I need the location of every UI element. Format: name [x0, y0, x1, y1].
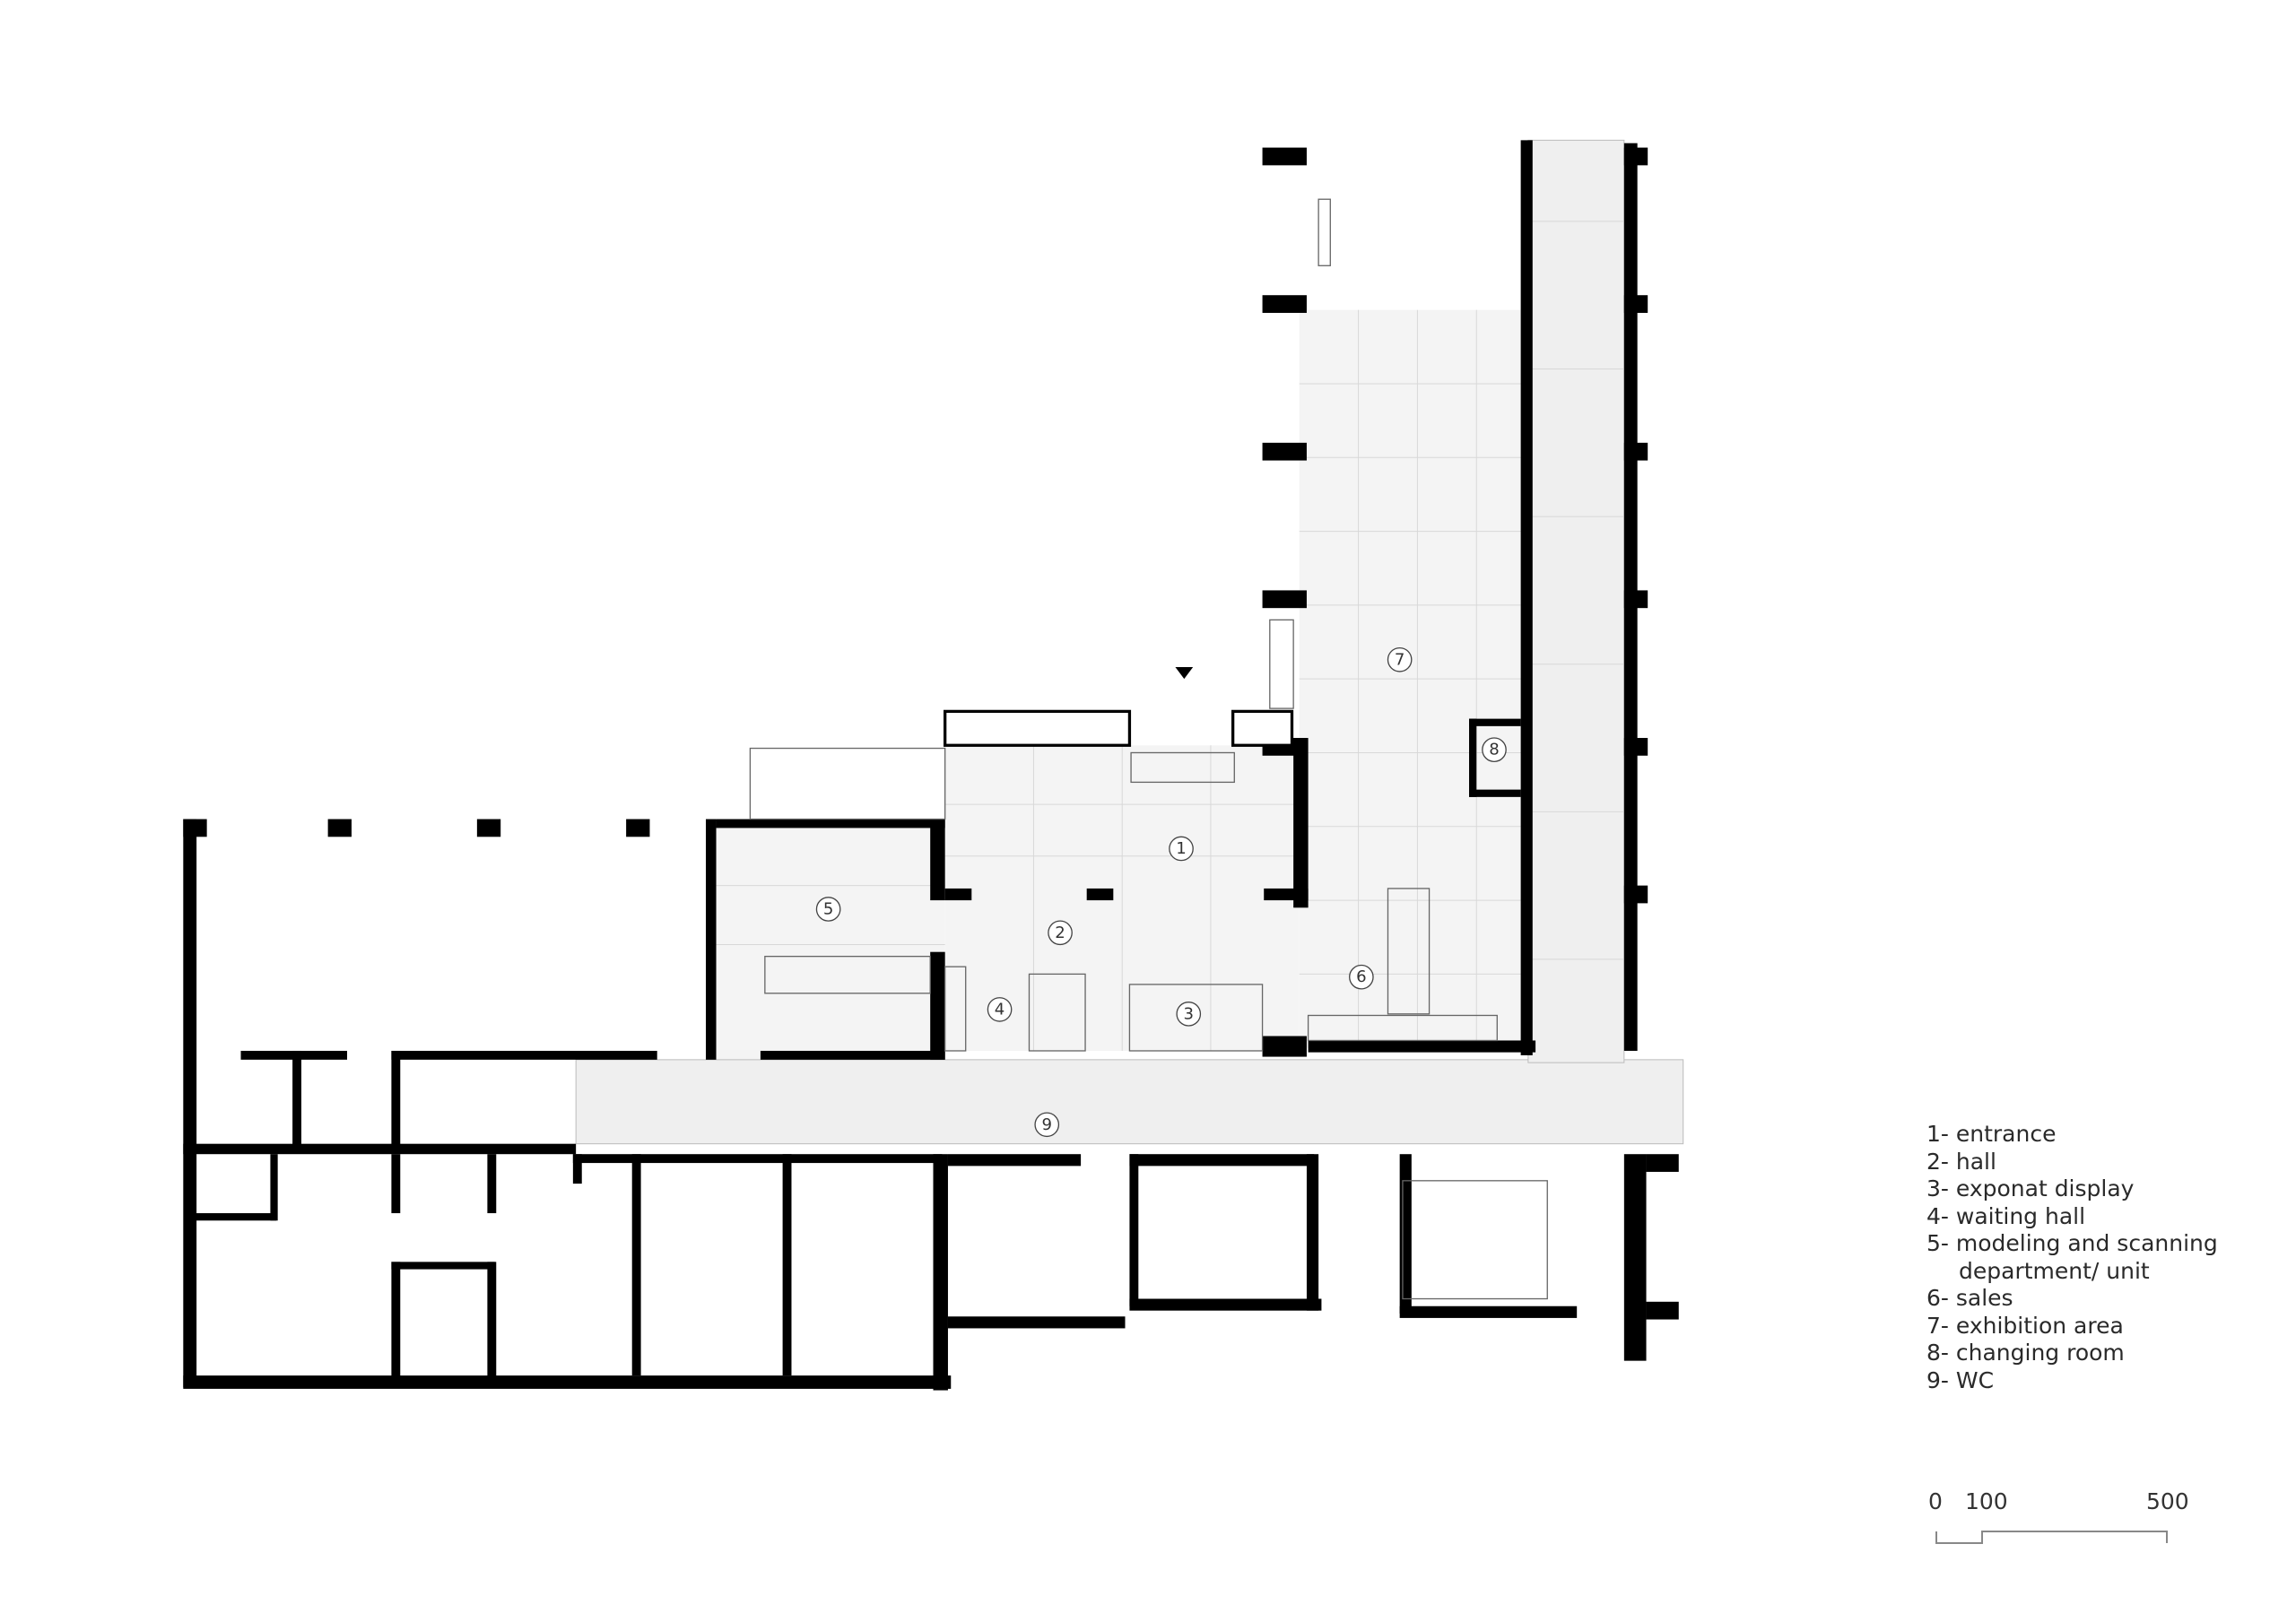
scale-bar-line [1935, 1531, 2168, 1544]
legend-item: 7- exhibition area [1926, 1312, 2124, 1339]
corridor-floor [575, 1059, 1684, 1145]
svg-text:6: 6 [1356, 967, 1367, 986]
legend-item: 8- changing room [1926, 1340, 2125, 1366]
scale-label-100: 100 [1965, 1488, 2008, 1514]
room-label-7: 7 [1387, 646, 1413, 672]
legend-item: 1- entrance [1926, 1121, 2057, 1147]
room-labels: 1 2 3 4 5 6 7 8 9 [815, 646, 1507, 1138]
scale-bar: 0 100 500 [1919, 1488, 2189, 1551]
legend-item: 5- modeling and scanning [1926, 1230, 2218, 1256]
room-label-9: 9 [1034, 1112, 1060, 1138]
furniture [749, 198, 1548, 1300]
walls [183, 140, 1679, 1391]
svg-text:5: 5 [823, 899, 834, 918]
svg-text:9: 9 [1041, 1115, 1052, 1134]
room-label-1: 1 [1169, 836, 1194, 862]
floor-grid [716, 221, 1624, 1051]
room-label-4: 4 [987, 997, 1013, 1022]
legend-item: 9- WC [1926, 1366, 1995, 1393]
legend-item: 4- waiting hall [1926, 1202, 2086, 1229]
legend-item-continuation: department/ unit [1959, 1257, 2150, 1284]
room-label-6: 6 [1349, 964, 1374, 990]
room-label-5: 5 [815, 897, 841, 922]
room-label-3: 3 [1176, 1002, 1202, 1027]
legend-item: 3- exponat display [1926, 1175, 2135, 1201]
scale-label-0: 0 [1928, 1488, 1943, 1514]
room-label-2: 2 [1048, 920, 1073, 946]
room-label-8: 8 [1482, 737, 1507, 763]
svg-text:1: 1 [1176, 839, 1187, 858]
svg-text:7: 7 [1395, 650, 1405, 669]
scale-label-500: 500 [2146, 1488, 2189, 1514]
svg-text:2: 2 [1055, 924, 1065, 942]
legend-item: 2- hall [1926, 1148, 1996, 1175]
room-legend: 1- entrance 2- hall 3- exponat display 4… [1926, 1121, 2218, 1394]
room-5-floor [716, 826, 945, 1060]
legend-item: 6- sales [1926, 1285, 2013, 1311]
svg-text:8: 8 [1489, 741, 1500, 759]
svg-text:4: 4 [995, 1000, 1005, 1019]
side-corridor-floor [1527, 139, 1625, 1063]
svg-text:3: 3 [1184, 1004, 1195, 1023]
